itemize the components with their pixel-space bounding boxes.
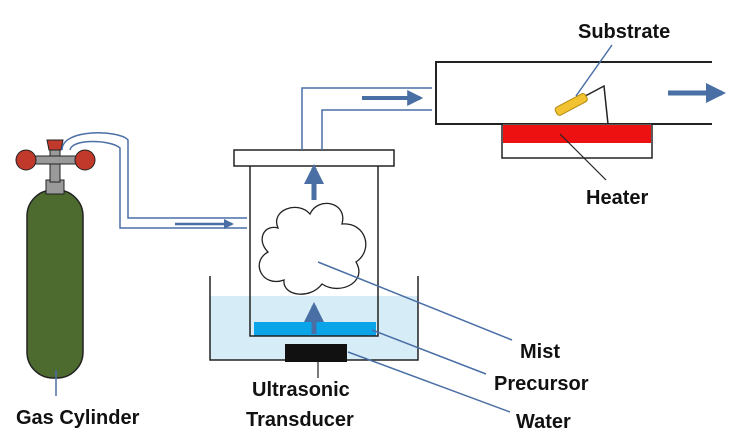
- mist-label: Mist: [520, 341, 560, 363]
- heater-label: Heater: [586, 187, 648, 209]
- substrate-leader: [575, 44, 613, 97]
- precursor-label: Precursor: [494, 373, 589, 395]
- pressure-gauge-right: [74, 149, 96, 171]
- cylinder-valve: [49, 149, 61, 183]
- gas-cylinder: [15, 139, 96, 396]
- substrate: [554, 93, 588, 116]
- cylinder-body: [26, 189, 84, 379]
- chamber-lid: [233, 149, 395, 167]
- cylinder-valve-bar: [33, 155, 77, 165]
- heater-element: [503, 125, 651, 143]
- heater: [501, 123, 653, 159]
- gas-cylinder-label: Gas Cylinder: [16, 407, 140, 429]
- precursor-leader: [371, 329, 487, 375]
- substrate-label: Substrate: [578, 21, 670, 43]
- water-label: Water: [516, 411, 571, 433]
- transducer-label-line1: Ultrasonic: [252, 379, 350, 401]
- pressure-gauge-left: [15, 149, 37, 171]
- mist-leader: [317, 261, 513, 341]
- chamber-walls: [249, 166, 379, 337]
- gas-supply-tube: [61, 132, 247, 229]
- mist-cloud: [258, 202, 367, 295]
- outlet-tube: [301, 87, 432, 150]
- water-leader: [347, 351, 511, 413]
- transducer-label-line2: Transducer: [246, 409, 354, 431]
- valve-knob: [46, 139, 64, 151]
- ultrasonic-transducer: [285, 344, 347, 362]
- heater-leader: [559, 133, 607, 181]
